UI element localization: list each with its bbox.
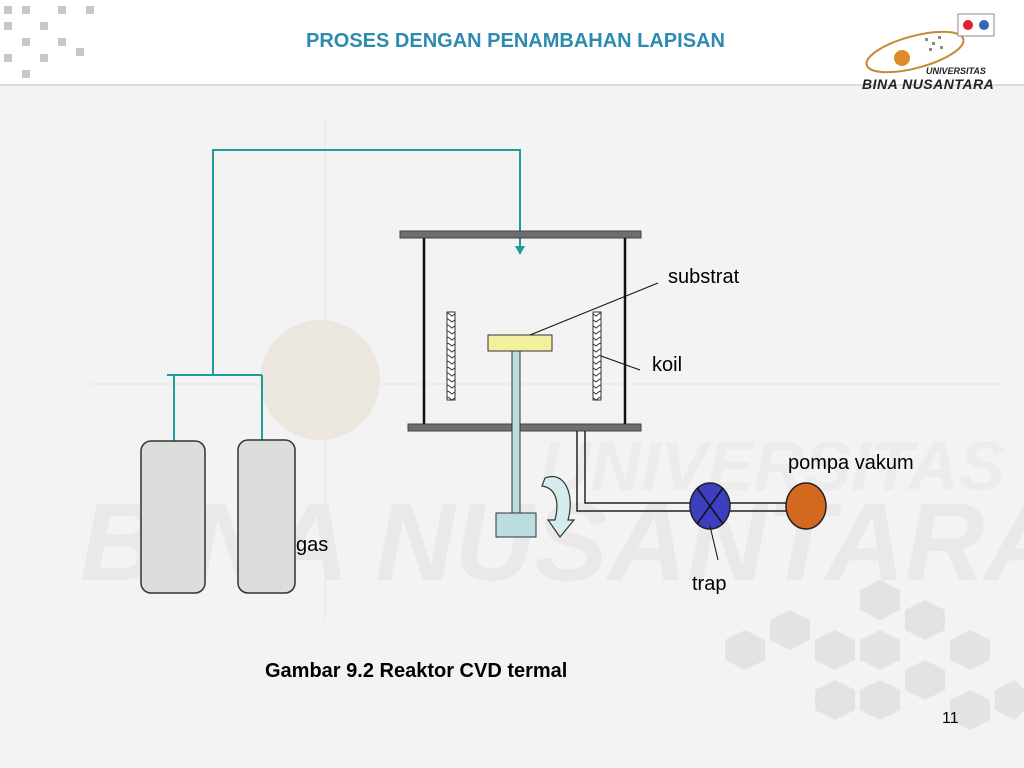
vacuum-line bbox=[576, 431, 790, 512]
label-trap: trap bbox=[692, 573, 727, 595]
reactor-chamber bbox=[399, 230, 642, 432]
rotation-motor bbox=[495, 512, 537, 538]
substrat-leader-line bbox=[529, 282, 659, 336]
vacuum-pump bbox=[785, 482, 827, 530]
page-number: 11 bbox=[942, 710, 959, 727]
gas-pipes bbox=[167, 149, 521, 445]
svg-text:UNIVERSITAS: UNIVERSITAS bbox=[540, 427, 1005, 505]
logo-text-universitas: UNIVERSITAS bbox=[926, 66, 986, 76]
koil-leader-line bbox=[600, 355, 641, 371]
gas-cylinder-right bbox=[237, 439, 296, 594]
university-logo bbox=[865, 13, 995, 74]
substrate-shaft bbox=[511, 350, 521, 516]
figure-caption: Gambar 9.2 Reaktor CVD termal bbox=[265, 660, 568, 682]
label-pompa-vakum: pompa vakum bbox=[788, 452, 914, 474]
rotation-arrow-icon bbox=[541, 475, 576, 538]
heating-coil-left bbox=[446, 311, 456, 401]
logo-badge-icon bbox=[957, 13, 995, 37]
label-gas: gas bbox=[296, 534, 329, 556]
logo-text-bina-nusantara: BINA NUSANTARA bbox=[862, 76, 995, 92]
gas-inlet-arrow-icon bbox=[515, 246, 525, 255]
label-substrat: substrat bbox=[668, 266, 740, 288]
substrate bbox=[487, 334, 553, 352]
trap bbox=[689, 482, 731, 561]
label-koil: koil bbox=[652, 354, 683, 376]
heating-coil-right bbox=[592, 311, 602, 401]
slide-title: PROSES DENGAN PENAMBAHAN LAPISAN bbox=[306, 30, 725, 52]
gas-cylinder-left bbox=[140, 440, 206, 594]
